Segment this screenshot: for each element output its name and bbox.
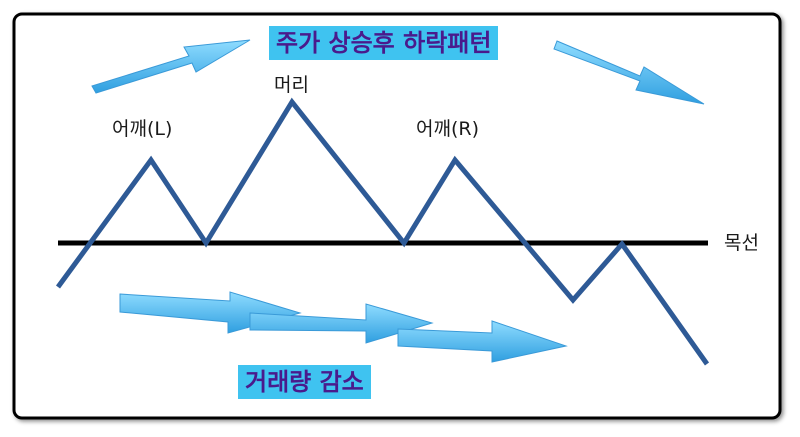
volume-banner: 거래량 감소 bbox=[238, 365, 371, 399]
title-banner: 주가 상승후 하락패턴 bbox=[269, 26, 499, 60]
price-line bbox=[55, 97, 710, 366]
volume-arrow-3-icon bbox=[397, 320, 568, 363]
rising-arrow-icon bbox=[91, 39, 251, 94]
falling-arrow-icon bbox=[553, 40, 705, 105]
left-shoulder-label: 어깨(L) bbox=[112, 118, 173, 140]
neckline-label: 목선 bbox=[724, 232, 759, 254]
right-shoulder-label: 어깨(R) bbox=[416, 118, 479, 140]
head-label: 머리 bbox=[274, 74, 309, 96]
